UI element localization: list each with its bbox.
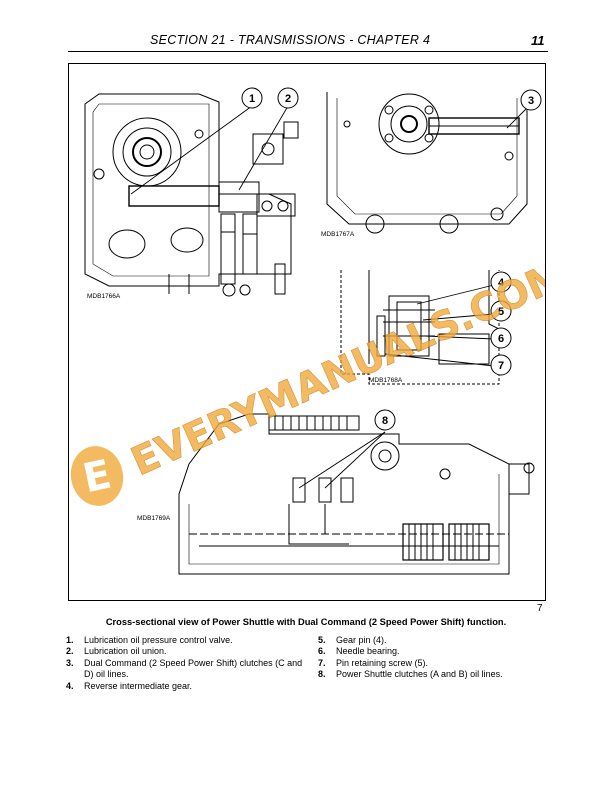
legend-text: Reverse intermediate gear.	[84, 680, 193, 691]
watermark-text: EVERYMANUALS.COM	[125, 253, 546, 485]
legend-item: 6. Needle bearing.	[318, 646, 548, 657]
technical-drawing: 1 2 3 4 5 6 7 8 MDB1	[70, 87, 546, 575]
drawing-code-2: MDB1767A	[321, 231, 355, 238]
callout-2: 2	[277, 87, 299, 109]
page-number: 11	[531, 33, 545, 48]
callout-4: 4	[490, 271, 512, 293]
drawing-code-1: MDB1766A	[87, 293, 121, 300]
legend-number: 8.	[318, 669, 326, 680]
legend-item: 3. Dual Command (2 Speed Power Shift) cl…	[66, 658, 306, 681]
drawing-mdb1766a	[84, 93, 299, 297]
legend-number: 7.	[318, 657, 326, 668]
legend-text: Dual Command (2 Speed Power Shift) clutc…	[84, 657, 303, 680]
callout-1: 1	[241, 87, 263, 109]
callout-leader-lines	[130, 105, 528, 489]
legend-text: Pin retaining screw (5).	[336, 657, 429, 668]
legend-number: 2.	[66, 646, 74, 657]
legend-number: 4.	[66, 680, 74, 691]
callout-markers: 1 2 3 4 5 6 7 8	[241, 87, 542, 431]
callout-8: 8	[374, 409, 396, 431]
figure-caption: Cross-sectional view of Power Shuttle wi…	[105, 617, 507, 627]
legend-item: 2. Lubrication oil union.	[66, 646, 306, 657]
legend-column-left: 1. Lubrication oil pressure control valv…	[66, 635, 306, 692]
drawing-code-3: MDB1768A	[369, 377, 403, 384]
svg-text:2: 2	[285, 93, 291, 105]
svg-text:3: 3	[528, 95, 534, 107]
legend-text: Lubrication oil pressure control valve.	[84, 635, 233, 645]
callout-7: 7	[490, 354, 512, 376]
drawing-mdb1767a	[326, 92, 528, 234]
legend-number: 5.	[318, 635, 326, 645]
drawing-code-4: MDB1769A	[137, 515, 171, 522]
watermark: E EVERYMANUALS.COM	[70, 252, 546, 506]
legend-item: 1. Lubrication oil pressure control valv…	[66, 635, 306, 646]
legend-text: Lubrication oil union.	[84, 646, 167, 657]
legend-number: 3.	[66, 657, 74, 668]
svg-text:8: 8	[382, 415, 388, 427]
legend-number: 1.	[66, 635, 74, 645]
legend-column-right: 5. Gear pin (4). 6. Needle bearing. 7. P…	[318, 635, 548, 681]
legend-number: 6.	[318, 646, 326, 657]
svg-text:1: 1	[249, 93, 255, 105]
legend-text: Power Shuttle clutches (A and B) oil lin…	[336, 669, 503, 680]
callout-6: 6	[490, 327, 512, 349]
drawing-mdb1769a	[178, 413, 535, 575]
legend-item: 5. Gear pin (4).	[318, 635, 548, 646]
callout-3: 3	[520, 89, 542, 111]
watermark-logo: E	[70, 446, 124, 506]
legend-item: 8. Power Shuttle clutches (A and B) oil …	[318, 669, 548, 680]
svg-text:6: 6	[498, 333, 504, 345]
section-header-title: SECTION 21 - TRANSMISSIONS - CHAPTER 4	[150, 33, 431, 47]
figure-number: 7	[537, 603, 543, 614]
svg-text:5: 5	[498, 306, 504, 318]
header-rule	[68, 51, 548, 52]
svg-text:7: 7	[498, 360, 504, 372]
legend-item: 7. Pin retaining screw (5).	[318, 658, 548, 669]
svg-text:4: 4	[498, 277, 505, 289]
legend-text: Needle bearing.	[336, 646, 400, 657]
callout-5: 5	[490, 300, 512, 322]
figure-frame: 1 2 3 4 5 6 7 8 MDB1	[68, 63, 546, 601]
legend-text: Gear pin (4).	[336, 635, 387, 645]
legend-item: 4. Reverse intermediate gear.	[66, 681, 306, 692]
